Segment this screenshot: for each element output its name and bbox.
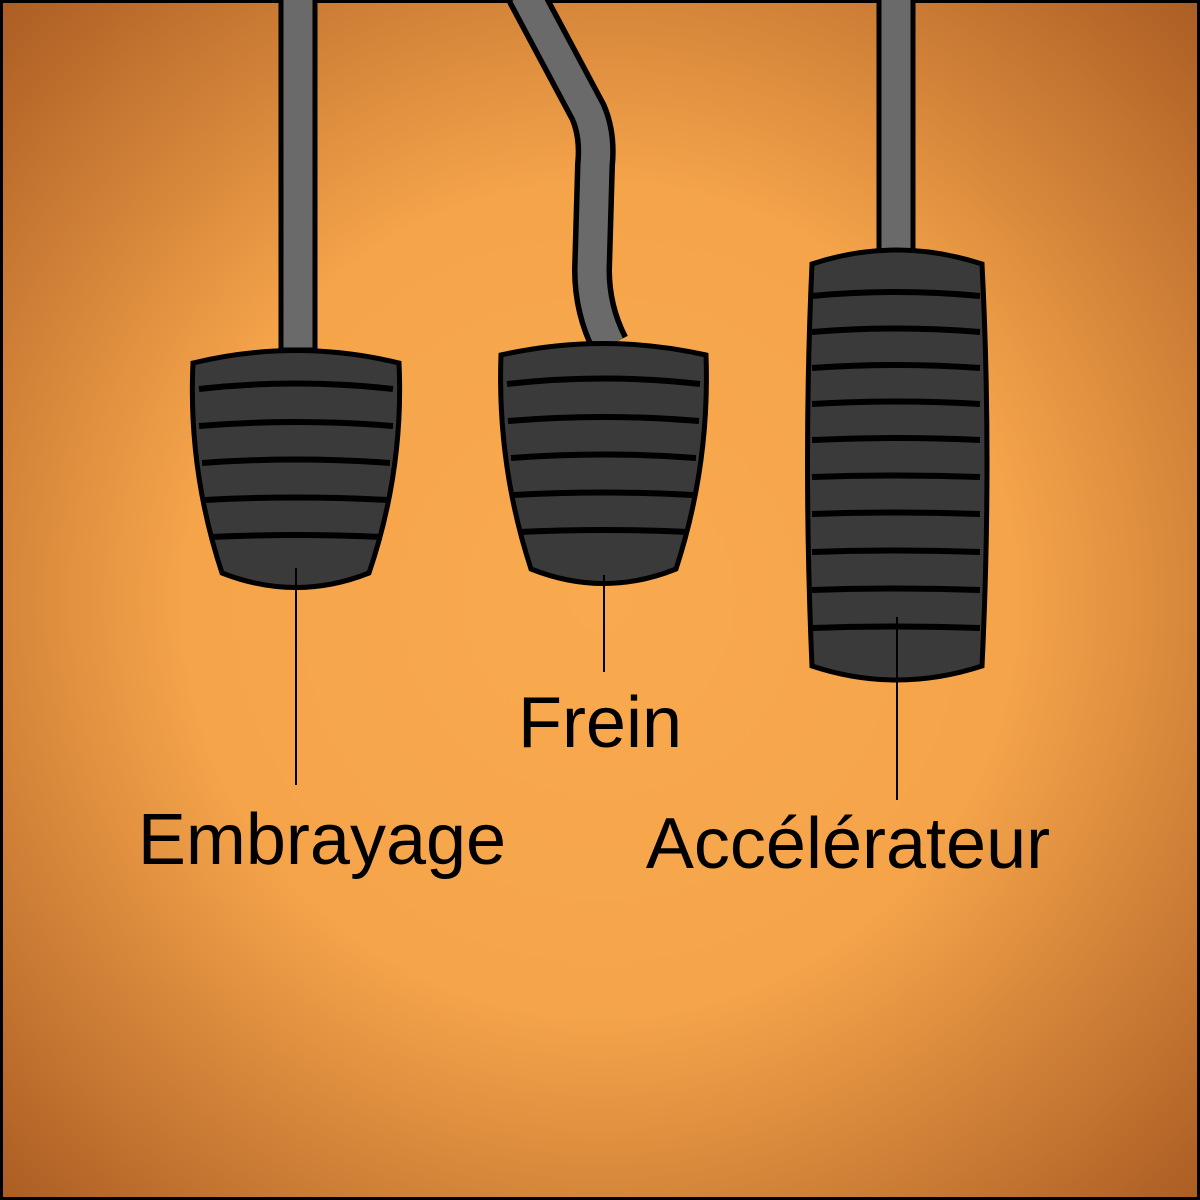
accelerator-label: Accélérateur [646,804,1050,884]
brake-label: Frein [518,683,682,763]
clutch-label: Embrayage [138,800,506,880]
clutch-pedal: Embrayage [138,0,506,880]
accelerator-pedal: Accélérateur [646,0,1050,884]
clutch-pad [189,348,403,590]
accelerator-rod [876,0,916,258]
clutch-pad-ridges [198,380,394,540]
brake-pad-ridges [506,375,701,535]
accelerator-pad-ridges [811,289,981,631]
brake-pedal: Frein [498,0,709,763]
accelerator-pad [805,247,990,683]
brake-pad [498,341,709,586]
clutch-rod [278,0,318,353]
brake-rod-fill [512,0,624,352]
